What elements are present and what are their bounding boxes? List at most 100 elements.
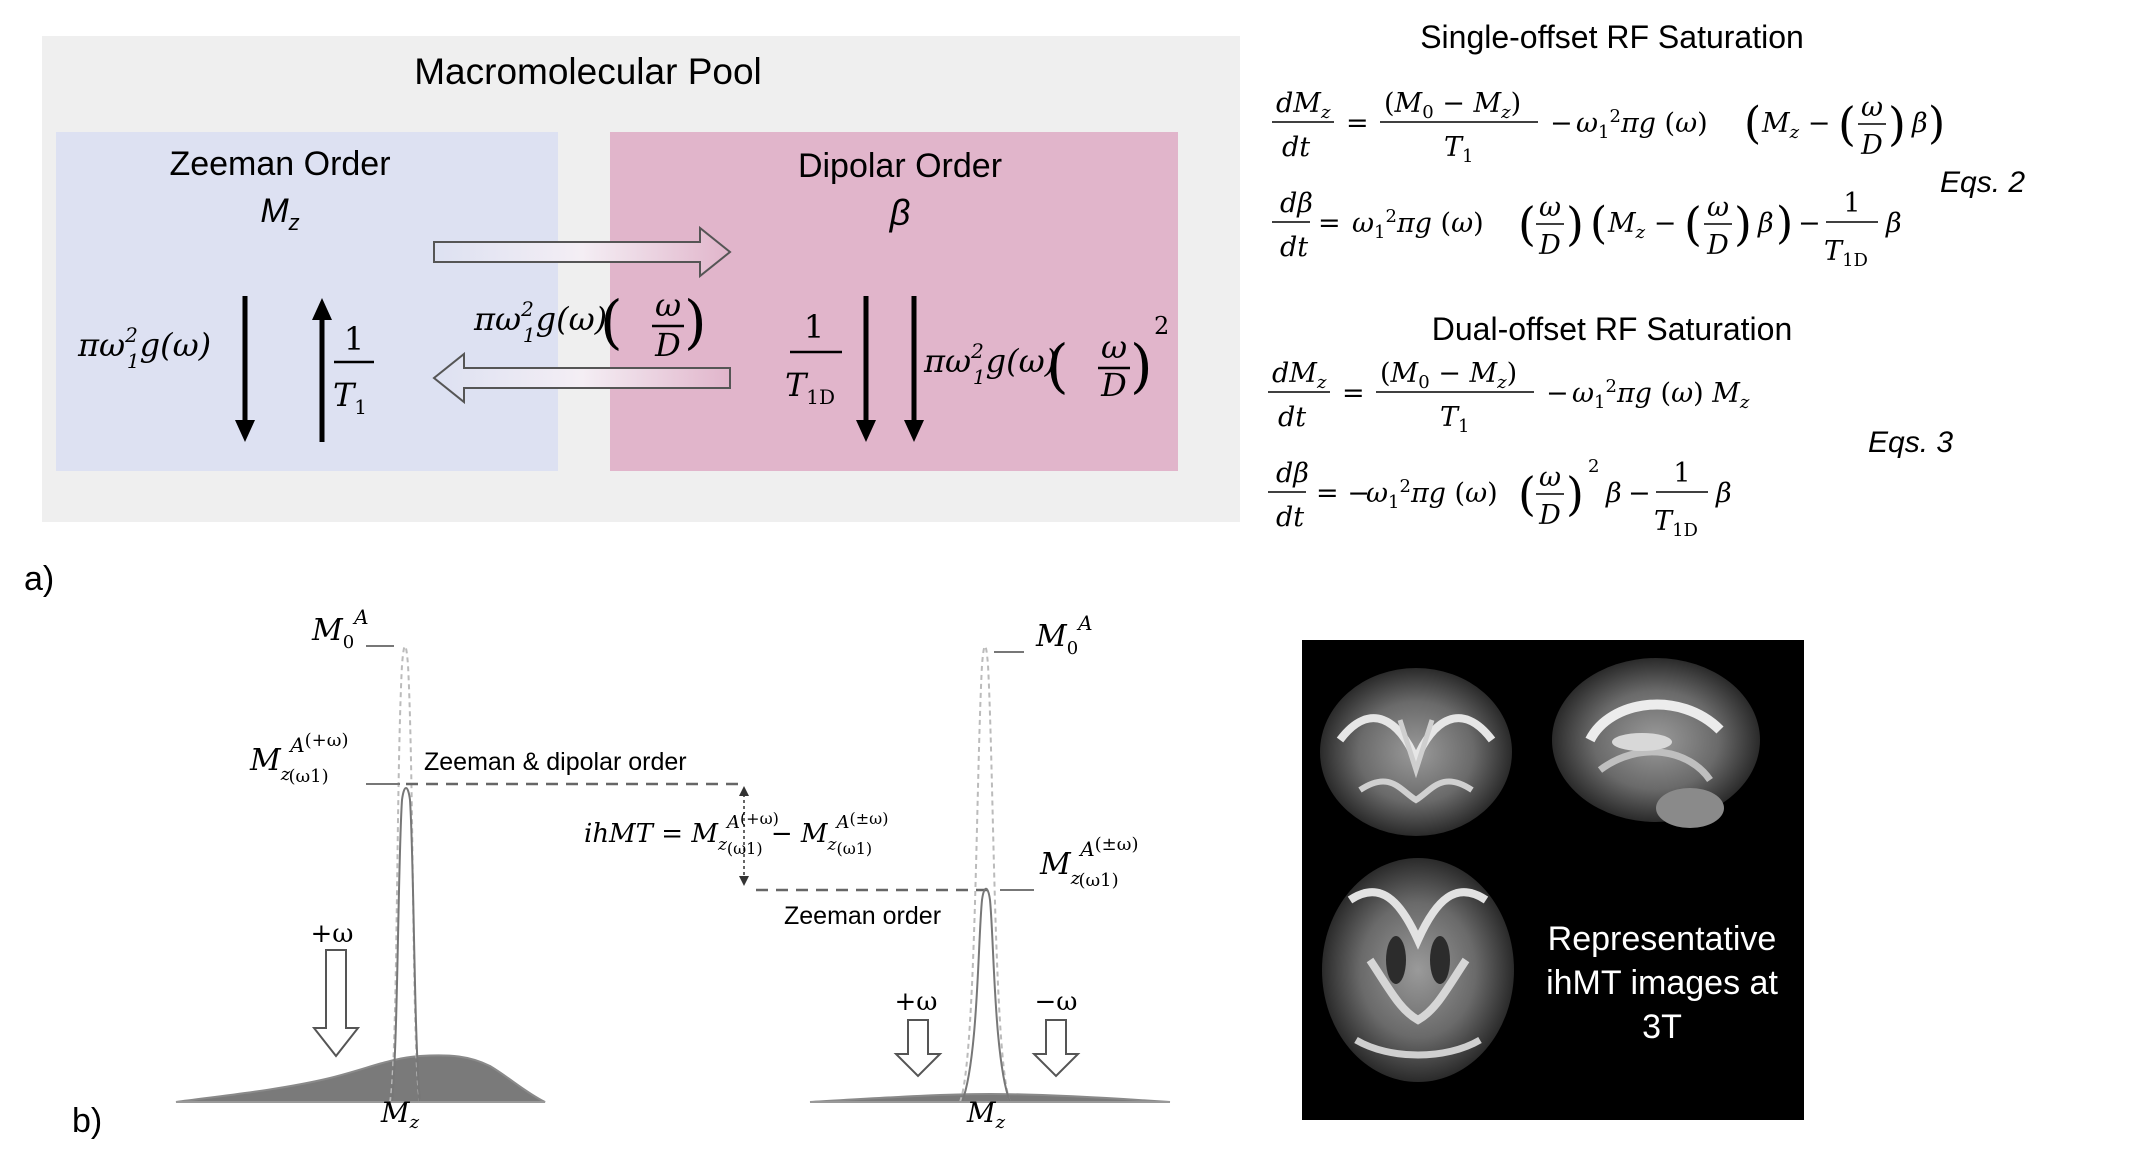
- svg-text:dβ: dβ: [1280, 188, 1313, 219]
- zeeman-order-box: [56, 132, 558, 471]
- dipolar-order-box: [610, 132, 1178, 471]
- svg-text:): ): [1734, 197, 1752, 251]
- svg-text:): ): [1928, 98, 1945, 149]
- svg-text:1: 1: [1673, 458, 1690, 489]
- left-broad-lineshape: [175, 1054, 546, 1103]
- sagittal-brain-image: [1552, 658, 1760, 828]
- coronal-brain-image: [1320, 668, 1512, 836]
- svg-text:−: −: [1798, 208, 1821, 239]
- axial-brain-image: [1322, 858, 1514, 1082]
- left-spectrum: +ω Mz M0A MzA(+ω)(ω1): [175, 605, 546, 1133]
- svg-text:): ): [1888, 97, 1906, 151]
- svg-text:(M0 − Mz): (M0 − Mz): [1380, 358, 1517, 393]
- svg-text:ω: ω: [1539, 462, 1561, 493]
- svg-text:1: 1: [804, 308, 824, 346]
- svg-text:=: =: [1342, 378, 1365, 409]
- svg-text:): ): [1130, 332, 1153, 400]
- equations-block: Single-offset RF Saturation dMz dt = (M0…: [1268, 19, 2025, 541]
- single-offset-eq1: dMz dt = (M0 − Mz) T1 − ω12πg (ω) ( Mz −…: [1272, 88, 1945, 167]
- zeeman-order-title: Zeeman Order: [169, 145, 390, 183]
- svg-text:T1: T1: [1444, 132, 1473, 167]
- single-offset-title: Single-offset RF Saturation: [1420, 19, 1804, 55]
- svg-text:= −: = −: [1316, 478, 1370, 509]
- left-narrow-line-saturated: [391, 787, 421, 1103]
- zeeman-label: Zeeman order: [784, 902, 941, 930]
- transfer-arrow-left: [432, 351, 731, 405]
- svg-text:(: (: [600, 288, 623, 356]
- svg-text:D: D: [1706, 230, 1729, 261]
- dipolar-order-title: Dipolar Order: [798, 147, 1002, 185]
- svg-text:dβ: dβ: [1276, 458, 1309, 489]
- svg-text:dt: dt: [1278, 402, 1306, 433]
- svg-text:ω: ω: [1539, 192, 1561, 223]
- right-rf-label-plus: +ω: [895, 987, 938, 1017]
- macromolecular-pool-diagram: Macromolecular Pool Zeeman Order Mz Dipo…: [42, 36, 1240, 522]
- zeeman-dipolar-label: Zeeman & dipolar order: [424, 748, 687, 776]
- svg-text:−: −: [1550, 108, 1573, 139]
- svg-text:(: (: [1684, 197, 1702, 251]
- zeeman-saturation-arrow: [235, 296, 255, 442]
- svg-text:T1D: T1D: [1654, 506, 1698, 541]
- svg-text:ω: ω: [1101, 328, 1127, 366]
- image-caption-line-3: 3T: [1642, 1008, 1682, 1046]
- ihmt-image-panel: Representative ihMT images at 3T: [1302, 640, 1804, 1120]
- transfer-arrow-right: [433, 225, 732, 279]
- right-broad-lineshape: [809, 1092, 1171, 1103]
- svg-text:ω: ω: [1861, 92, 1883, 123]
- svg-text:−: −: [1628, 478, 1651, 509]
- svg-text:D: D: [654, 326, 681, 364]
- svg-text:(: (: [1518, 467, 1536, 521]
- eqs2-tag: Eqs. 2: [1940, 166, 2025, 199]
- dipolar-saturation-arrow: [904, 296, 924, 442]
- svg-text:−: −: [1546, 378, 1569, 409]
- left-mid-label: MzA(+ω)(ω1): [249, 730, 348, 787]
- zeeman-relaxation-arrow: [312, 298, 332, 442]
- svg-text:dt: dt: [1276, 502, 1304, 533]
- dual-offset-eq1: dMz dt = (M0 − Mz) T1 − ω12πg (ω) Mz: [1268, 358, 1750, 437]
- svg-text:(: (: [1590, 198, 1607, 249]
- svg-text:=: =: [1318, 208, 1341, 239]
- spectra-diagram: +ω Mz M0A MzA(+ω)(ω1) Zeeman & dipolar o…: [175, 605, 1171, 1133]
- right-top-label: M0A: [1035, 611, 1093, 659]
- svg-text:ω12πg (ω): ω12πg (ω): [1352, 206, 1484, 243]
- svg-text:ω12πg (ω): ω12πg (ω): [1366, 476, 1498, 513]
- svg-text:1: 1: [1843, 188, 1860, 219]
- svg-text:(: (: [1046, 332, 1069, 400]
- svg-text:ω: ω: [1707, 192, 1729, 223]
- dipolar-relaxation-arrow: [856, 296, 876, 442]
- svg-text:ω12πg (ω) Mz: ω12πg (ω) Mz: [1572, 376, 1750, 413]
- left-top-label: M0A: [311, 605, 369, 653]
- svg-text:D: D: [1100, 366, 1127, 404]
- svg-text:β: β: [1715, 478, 1732, 509]
- right-spectrum: +ω −ω Mz M0A MzA(±ω)(ω1): [809, 611, 1171, 1133]
- svg-text:D: D: [1538, 230, 1561, 261]
- svg-text:(: (: [1744, 98, 1761, 149]
- svg-text:2: 2: [1154, 312, 1169, 340]
- image-caption-line-2: ihMT images at: [1546, 964, 1778, 1002]
- svg-text:): ): [684, 288, 707, 356]
- svg-text:T1D: T1D: [1824, 236, 1868, 271]
- svg-text:Mz −: Mz −: [1761, 108, 1830, 143]
- right-rf-arrow-minus: [1031, 1019, 1081, 1078]
- svg-text:dMz: dMz: [1272, 358, 1327, 393]
- svg-text:D: D: [1860, 130, 1883, 161]
- right-rf-label-minus: −ω: [1035, 987, 1078, 1017]
- right-narrow-line-saturated: [961, 887, 1011, 1103]
- single-offset-eq2: dβ dt = ω12πg (ω) ( ω D ) ( Mz − ( ω D )…: [1272, 188, 1902, 271]
- left-rf-label: +ω: [311, 919, 354, 949]
- svg-text:): ): [1566, 197, 1584, 251]
- svg-text:(M0 − Mz): (M0 − Mz): [1384, 88, 1521, 123]
- svg-text:dt: dt: [1282, 132, 1310, 163]
- svg-text:2: 2: [1588, 456, 1599, 477]
- svg-text:=: =: [1346, 108, 1369, 139]
- dual-offset-title: Dual-offset RF Saturation: [1432, 311, 1792, 347]
- svg-text:β: β: [1885, 208, 1902, 239]
- svg-text:D: D: [1538, 500, 1561, 531]
- svg-text:(: (: [1518, 197, 1536, 251]
- svg-text:Mz −: Mz −: [1607, 208, 1676, 243]
- ihmt-difference-arrow: [739, 786, 749, 886]
- svg-text:β: β: [1757, 208, 1774, 239]
- svg-text:β: β: [1911, 108, 1928, 139]
- eqs3-tag: Eqs. 3: [1868, 426, 1953, 459]
